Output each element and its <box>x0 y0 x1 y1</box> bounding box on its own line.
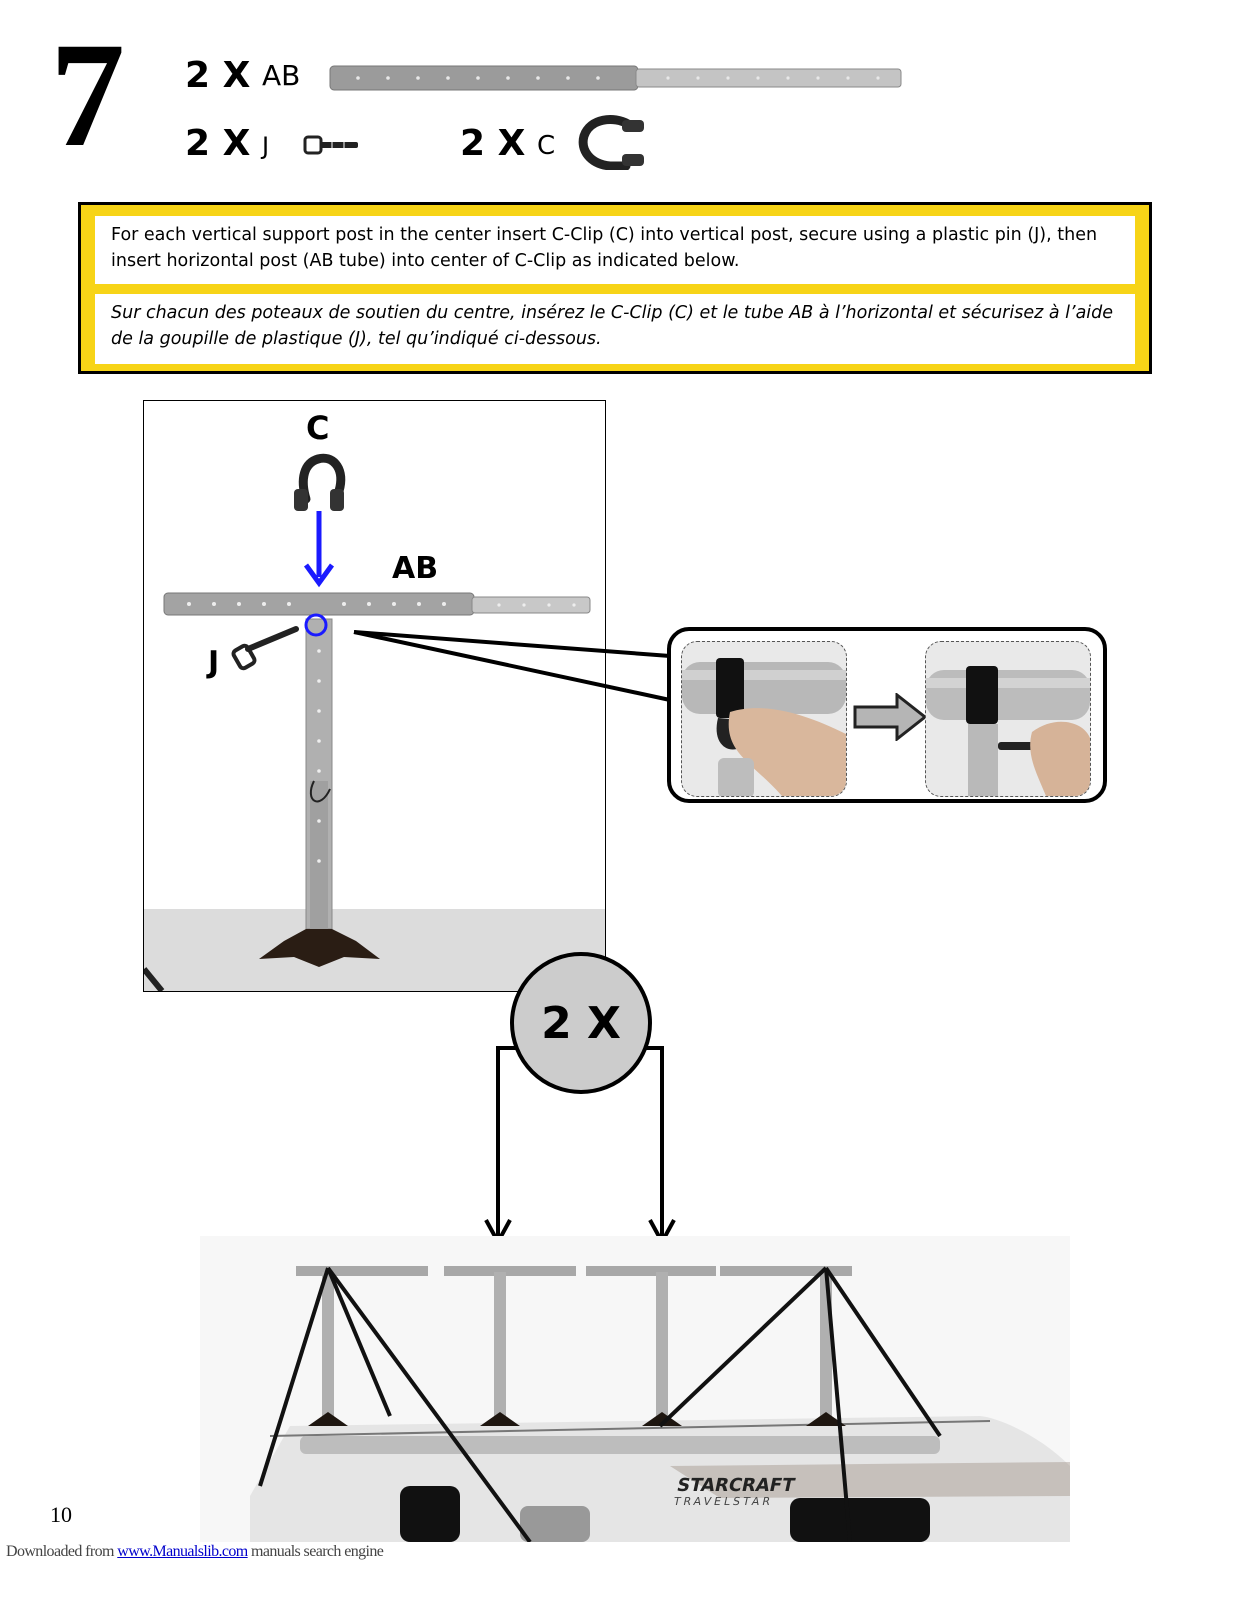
part-j-code: J <box>262 132 270 160</box>
part-j-quantity: 2 X <box>185 123 251 164</box>
tube-ab-icon <box>329 65 902 91</box>
brand-line1: STARCRAFT <box>675 1475 797 1496</box>
assembly-illustration <box>144 453 605 991</box>
detail-photo-insert-pin <box>925 641 1091 797</box>
multiplier-circle: 2 X <box>510 952 652 1094</box>
part-c-quantity: 2 X <box>460 123 526 164</box>
figure-label-c: C <box>306 409 330 447</box>
callout-pointer <box>353 630 671 702</box>
pin-j-figure-icon <box>231 626 299 671</box>
step-number: 7 <box>50 12 125 178</box>
detail-callout <box>667 627 1107 803</box>
footer-suffix: manuals search engine <box>247 1543 384 1560</box>
instruction-box: For each vertical support post in the ce… <box>78 202 1152 374</box>
multiplier-label: 2 X <box>541 997 621 1049</box>
c-clip-figure-icon <box>294 453 346 511</box>
instruction-english: For each vertical support post in the ce… <box>95 216 1135 284</box>
pin-j-icon <box>303 135 358 155</box>
page-number: 10 <box>50 1502 72 1527</box>
footer: Downloaded from www.Manualslib.com manua… <box>6 1543 384 1561</box>
rv-roof-illustration: STARCRAFT TRAVELSTAR <box>200 1236 1070 1542</box>
instruction-french: Sur chacun des poteaux de soutien du cen… <box>95 294 1135 364</box>
part-c-code: C <box>537 131 556 161</box>
multiplier-arrows <box>484 1046 676 1247</box>
figure-label-j: J <box>208 645 220 680</box>
detail-photo-insert-clip <box>681 641 847 797</box>
arrow-right-icon <box>853 693 928 741</box>
footer-link[interactable]: www.Manualslib.com <box>117 1543 248 1560</box>
part-ab-quantity: 2 X <box>185 55 251 96</box>
footer-prefix: Downloaded from <box>6 1543 118 1560</box>
assembly-figure: C AB J <box>143 400 606 992</box>
figure-label-ab: AB <box>392 551 439 586</box>
part-ab-code: AB <box>262 59 301 92</box>
c-clip-icon <box>578 115 644 170</box>
brand-line2: TRAVELSTAR <box>671 1495 774 1508</box>
